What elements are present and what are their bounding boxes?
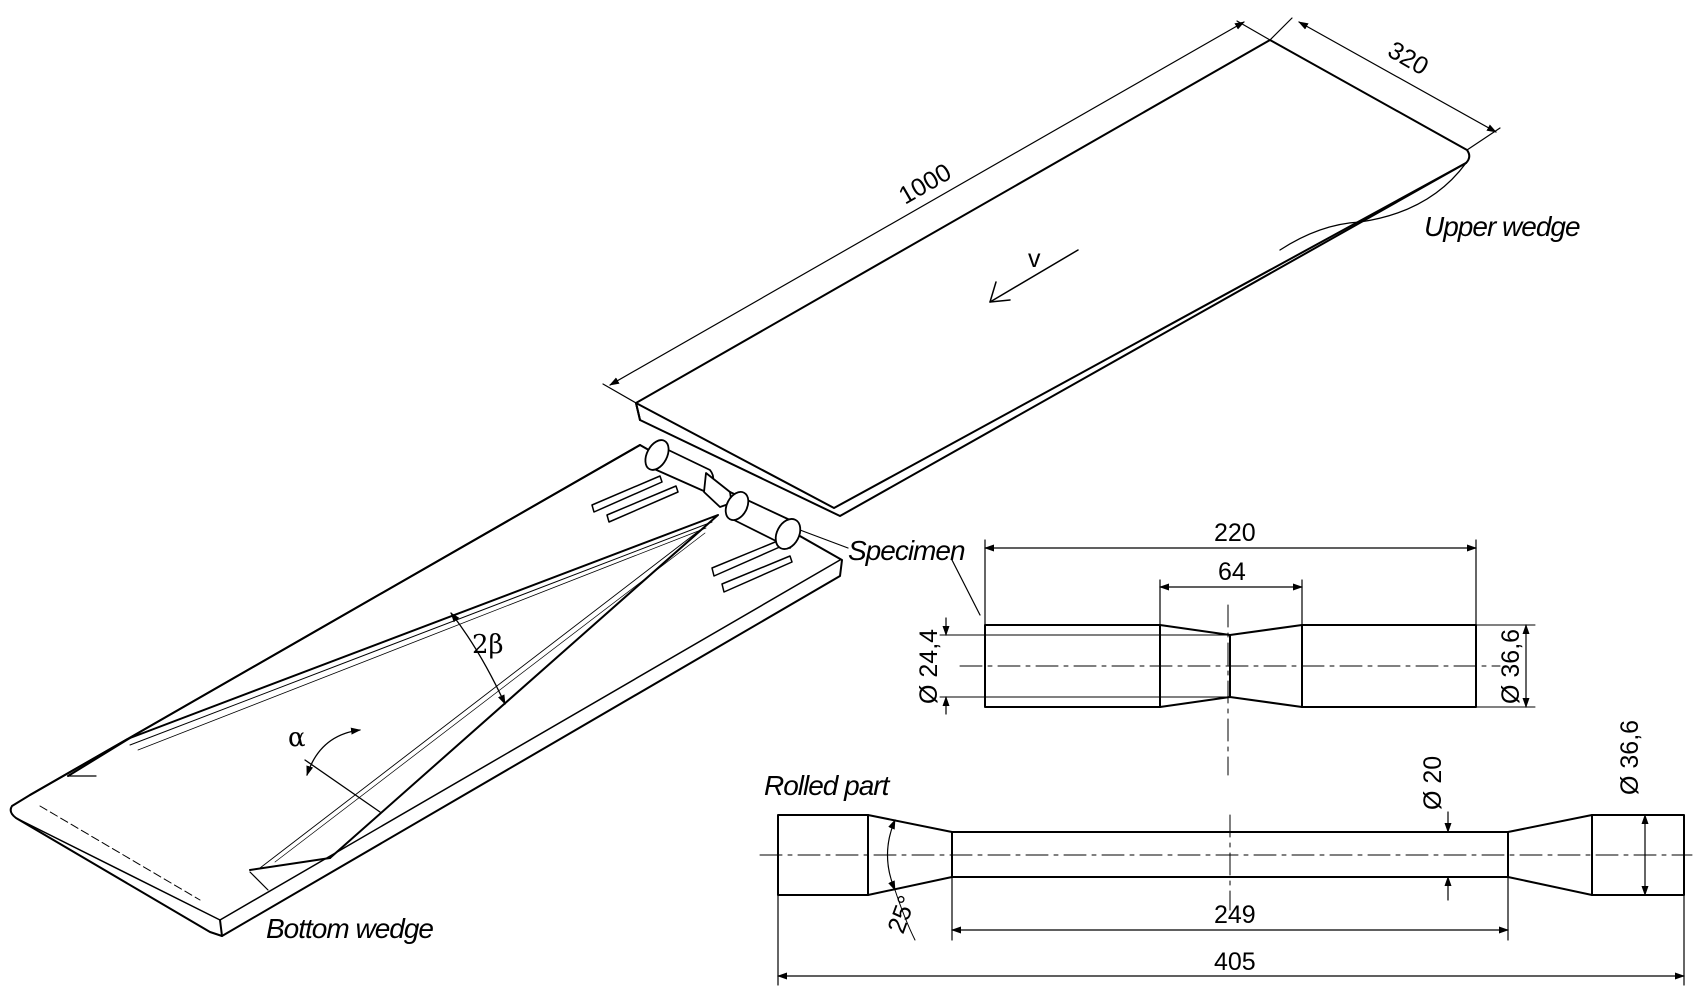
alpha-label: α — [288, 723, 306, 753]
dim-320 — [1269, 17, 1501, 151]
dim-64-text: 64 — [1218, 558, 1246, 586]
dim-2beta — [450, 612, 506, 705]
specimen-drawing — [939, 539, 1536, 776]
upper-wedge — [635, 39, 1471, 517]
dim-alpha — [304, 727, 381, 813]
specimen-3d — [644, 439, 802, 550]
two-beta-label: 2β — [472, 630, 504, 660]
dim-220-text: 220 — [1214, 519, 1256, 547]
dim-25deg-text: 25° — [882, 892, 921, 937]
guide-rails — [591, 475, 793, 593]
dim-1000-text: 1000 — [894, 158, 956, 210]
upper-wedge-label: Upper wedge — [1424, 211, 1580, 242]
dim-320-text: 320 — [1383, 36, 1433, 81]
dim-specimen-diameter-text: Ø 36,6 — [1497, 629, 1525, 704]
bottom-wedge-label: Bottom wedge — [266, 913, 433, 944]
rolled-part-label: Rolled part — [764, 770, 891, 801]
dim-1000 — [602, 20, 1271, 404]
dim-neck-diameter-text: Ø 24,4 — [915, 629, 943, 704]
dim-rolled-large-diameter-text: Ø 36,6 — [1616, 720, 1644, 795]
dim-rolled-small-diameter-text: Ø 20 — [1419, 756, 1447, 810]
velocity-label: v — [1028, 245, 1041, 273]
rolled-part-drawing — [759, 811, 1693, 986]
velocity-arrow — [989, 249, 1079, 303]
dim-249-text: 249 — [1214, 901, 1256, 929]
specimen-label: Specimen — [848, 535, 965, 566]
dim-405-text: 405 — [1214, 948, 1256, 976]
bottom-wedge — [9, 444, 843, 937]
